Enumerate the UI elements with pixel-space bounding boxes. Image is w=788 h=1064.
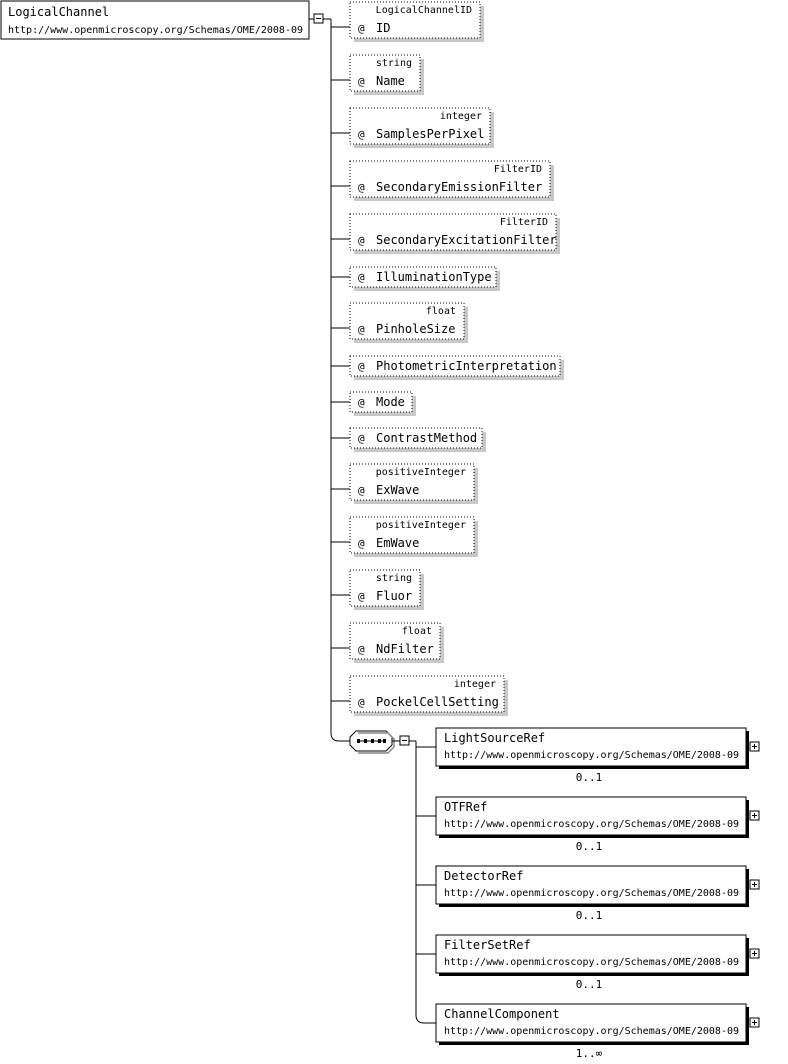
attribute-exwave[interactable]: @ ExWave positiveInteger	[349, 463, 478, 504]
expand-toggle[interactable]	[749, 1017, 760, 1028]
attribute-list: @ ID LogicalChannelID @ Name string @ SamplesPe…	[349, 1, 564, 716]
child-element-name: LightSourceRef	[444, 731, 545, 745]
attribute-emwave[interactable]: @ EmWave positiveInteger	[349, 516, 478, 557]
attribute-marker: @	[358, 128, 365, 141]
attribute-contrastmethod[interactable]: @ ContrastMethod	[349, 427, 486, 452]
attribute-name: IlluminationType	[376, 270, 492, 284]
attribute-name: PinholeSize	[376, 322, 455, 336]
root-element-name: LogicalChannel	[8, 5, 109, 19]
attribute-type: float	[402, 626, 432, 637]
attribute-marker: @	[358, 432, 365, 445]
cardinality-label: 0..1	[576, 840, 603, 853]
attribute-name: Name	[376, 74, 405, 88]
root-spine	[330, 19, 350, 742]
attribute-marker: @	[358, 271, 365, 284]
child-element-detectorref[interactable]: DetectorRef http://www.openmicroscopy.org…	[435, 865, 749, 907]
attribute-photometricinterpretation[interactable]: @ PhotometricInterpretation	[349, 355, 564, 380]
attribute-name[interactable]: @ Name string	[349, 54, 424, 95]
root-element[interactable]: LogicalChannel http://www.openmicroscopy…	[0, 0, 310, 40]
attribute-name: Fluor	[376, 589, 412, 603]
cardinality-label: 0..1	[576, 909, 603, 922]
attribute-marker: @	[358, 234, 365, 247]
root-element-namespace: http://www.openmicroscopy.org/Schemas/OM…	[8, 25, 303, 36]
attribute-marker: @	[358, 643, 365, 656]
child-element-namespace: http://www.openmicroscopy.org/Schemas/OM…	[444, 888, 739, 899]
sequence-spine	[415, 741, 436, 1024]
attribute-id[interactable]: @ ID LogicalChannelID	[349, 1, 484, 42]
attribute-type: float	[426, 306, 456, 317]
attribute-name: SamplesPerPixel	[376, 127, 484, 141]
child-element-otfref[interactable]: OTFRef http://www.openmicroscopy.org/Sche…	[435, 796, 749, 838]
child-element-filtersetref[interactable]: FilterSetRef http://www.openmicroscopy.or…	[435, 934, 749, 976]
attribute-type: LogicalChannelID	[376, 5, 472, 16]
attribute-type: integer	[440, 111, 482, 122]
attribute-name: ID	[376, 21, 390, 35]
child-element-name: OTFRef	[444, 800, 487, 814]
attribute-marker: @	[358, 360, 365, 373]
cardinality-label: 1..∞	[576, 1047, 603, 1060]
child-element-namespace: http://www.openmicroscopy.org/Schemas/OM…	[444, 750, 739, 761]
expand-toggle[interactable]	[749, 879, 760, 890]
attribute-type: positiveInteger	[376, 467, 466, 478]
sequence-collapse-toggle[interactable]	[392, 735, 410, 746]
attribute-secondaryemissionfilter[interactable]: @ SecondaryEmissionFilter FilterID	[349, 160, 554, 201]
attribute-type: FilterID	[494, 164, 542, 175]
attribute-name: EmWave	[376, 536, 419, 550]
attribute-type: integer	[454, 679, 496, 690]
attribute-type: string	[376, 58, 412, 69]
attribute-mode[interactable]: @ Mode	[349, 391, 416, 416]
expand-toggle[interactable]	[749, 810, 760, 821]
attribute-ndfilter[interactable]: @ NdFilter float	[349, 622, 444, 663]
attribute-name: ExWave	[376, 483, 419, 497]
attribute-marker: @	[358, 537, 365, 550]
attribute-pinholesize[interactable]: @ PinholeSize float	[349, 302, 468, 343]
attribute-illuminationtype[interactable]: @ IlluminationType	[349, 266, 500, 291]
child-element-lightsourceref[interactable]: LightSourceRef http://www.openmicroscopy.…	[435, 727, 749, 769]
attribute-marker: @	[358, 484, 365, 497]
attribute-marker: @	[358, 75, 365, 88]
child-element-namespace: http://www.openmicroscopy.org/Schemas/OM…	[444, 1026, 739, 1037]
attribute-name: SecondaryExcitationFilter	[376, 233, 557, 247]
attribute-marker: @	[358, 696, 365, 709]
child-element-channelcomponent[interactable]: ChannelComponent http://www.openmicroscop…	[435, 1003, 749, 1045]
sequence-compositor[interactable]	[349, 730, 395, 754]
child-element-name: ChannelComponent	[444, 1007, 560, 1021]
attribute-type: FilterID	[500, 217, 548, 228]
expand-toggle[interactable]	[749, 741, 760, 752]
cardinality-label: 0..1	[576, 978, 603, 991]
attribute-type: positiveInteger	[376, 520, 466, 531]
child-element-list: LightSourceRef http://www.openmicroscopy.…	[435, 727, 760, 1060]
attribute-marker: @	[358, 323, 365, 336]
attribute-marker: @	[358, 590, 365, 603]
attribute-name: NdFilter	[376, 642, 434, 656]
cardinality-label: 0..1	[576, 771, 603, 784]
attribute-pockelcellsetting[interactable]: @ PockelCellSetting integer	[349, 675, 508, 716]
attribute-marker: @	[358, 396, 365, 409]
child-element-namespace: http://www.openmicroscopy.org/Schemas/OM…	[444, 819, 739, 830]
attribute-name: PhotometricInterpretation	[376, 359, 557, 373]
child-element-name: FilterSetRef	[444, 938, 531, 952]
attribute-name: ContrastMethod	[376, 431, 477, 445]
attribute-fluor[interactable]: @ Fluor string	[349, 569, 424, 610]
attribute-type: string	[376, 573, 412, 584]
attribute-samplesperpixel[interactable]: @ SamplesPerPixel integer	[349, 107, 494, 148]
attribute-name: SecondaryEmissionFilter	[376, 180, 542, 194]
attribute-secondaryexcitationfilter[interactable]: @ SecondaryExcitationFilter FilterID	[349, 213, 560, 254]
attribute-marker: @	[358, 181, 365, 194]
child-element-name: DetectorRef	[444, 869, 523, 883]
attribute-name: Mode	[376, 395, 405, 409]
attribute-name: PockelCellSetting	[376, 695, 499, 709]
child-element-namespace: http://www.openmicroscopy.org/Schemas/OM…	[444, 957, 739, 968]
root-collapse-toggle[interactable]	[309, 13, 324, 24]
connector-lines	[323, 18, 436, 1024]
attribute-marker: @	[358, 22, 365, 35]
expand-toggle[interactable]	[749, 948, 760, 959]
